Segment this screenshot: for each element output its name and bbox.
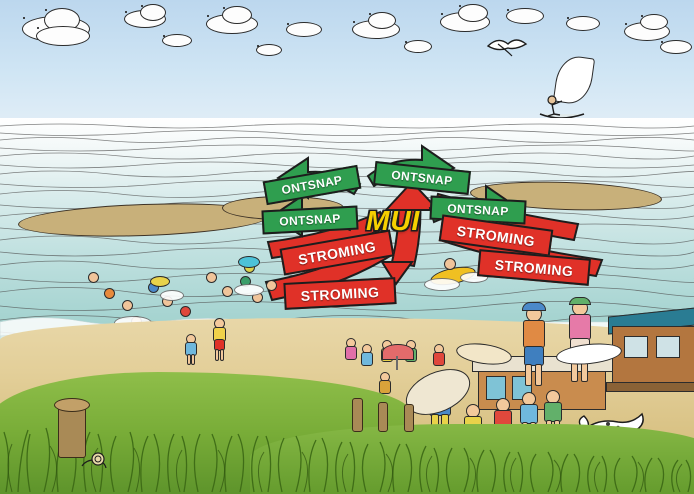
swimmer bbox=[88, 272, 99, 283]
swimmer bbox=[180, 306, 191, 317]
cloud bbox=[140, 4, 166, 21]
cloud bbox=[256, 44, 282, 56]
water-splash bbox=[234, 284, 264, 296]
beach-umbrella bbox=[382, 344, 414, 360]
swimmer bbox=[266, 280, 277, 291]
dune-right bbox=[250, 424, 694, 494]
cloud bbox=[36, 26, 90, 46]
swimmer bbox=[122, 300, 133, 311]
cloud bbox=[162, 34, 192, 47]
escape-banner: ONTSNAP bbox=[261, 205, 359, 235]
cloud bbox=[458, 4, 488, 22]
mui-label: MUI bbox=[366, 205, 421, 236]
cloud bbox=[368, 12, 396, 29]
water-splash bbox=[160, 290, 184, 301]
cloud bbox=[640, 14, 668, 30]
inflatable-ring bbox=[150, 276, 170, 287]
swimmer bbox=[222, 286, 233, 297]
umbrella-pole bbox=[396, 356, 398, 370]
swimmer bbox=[206, 272, 217, 283]
swimmer bbox=[104, 288, 115, 299]
snail-icon bbox=[81, 452, 107, 469]
cloud bbox=[660, 40, 692, 54]
cloud bbox=[566, 16, 600, 31]
cloud bbox=[404, 40, 432, 53]
cloud bbox=[222, 6, 252, 24]
inflatable-ring bbox=[238, 256, 260, 268]
cloud bbox=[506, 8, 544, 24]
cloud bbox=[286, 22, 322, 37]
